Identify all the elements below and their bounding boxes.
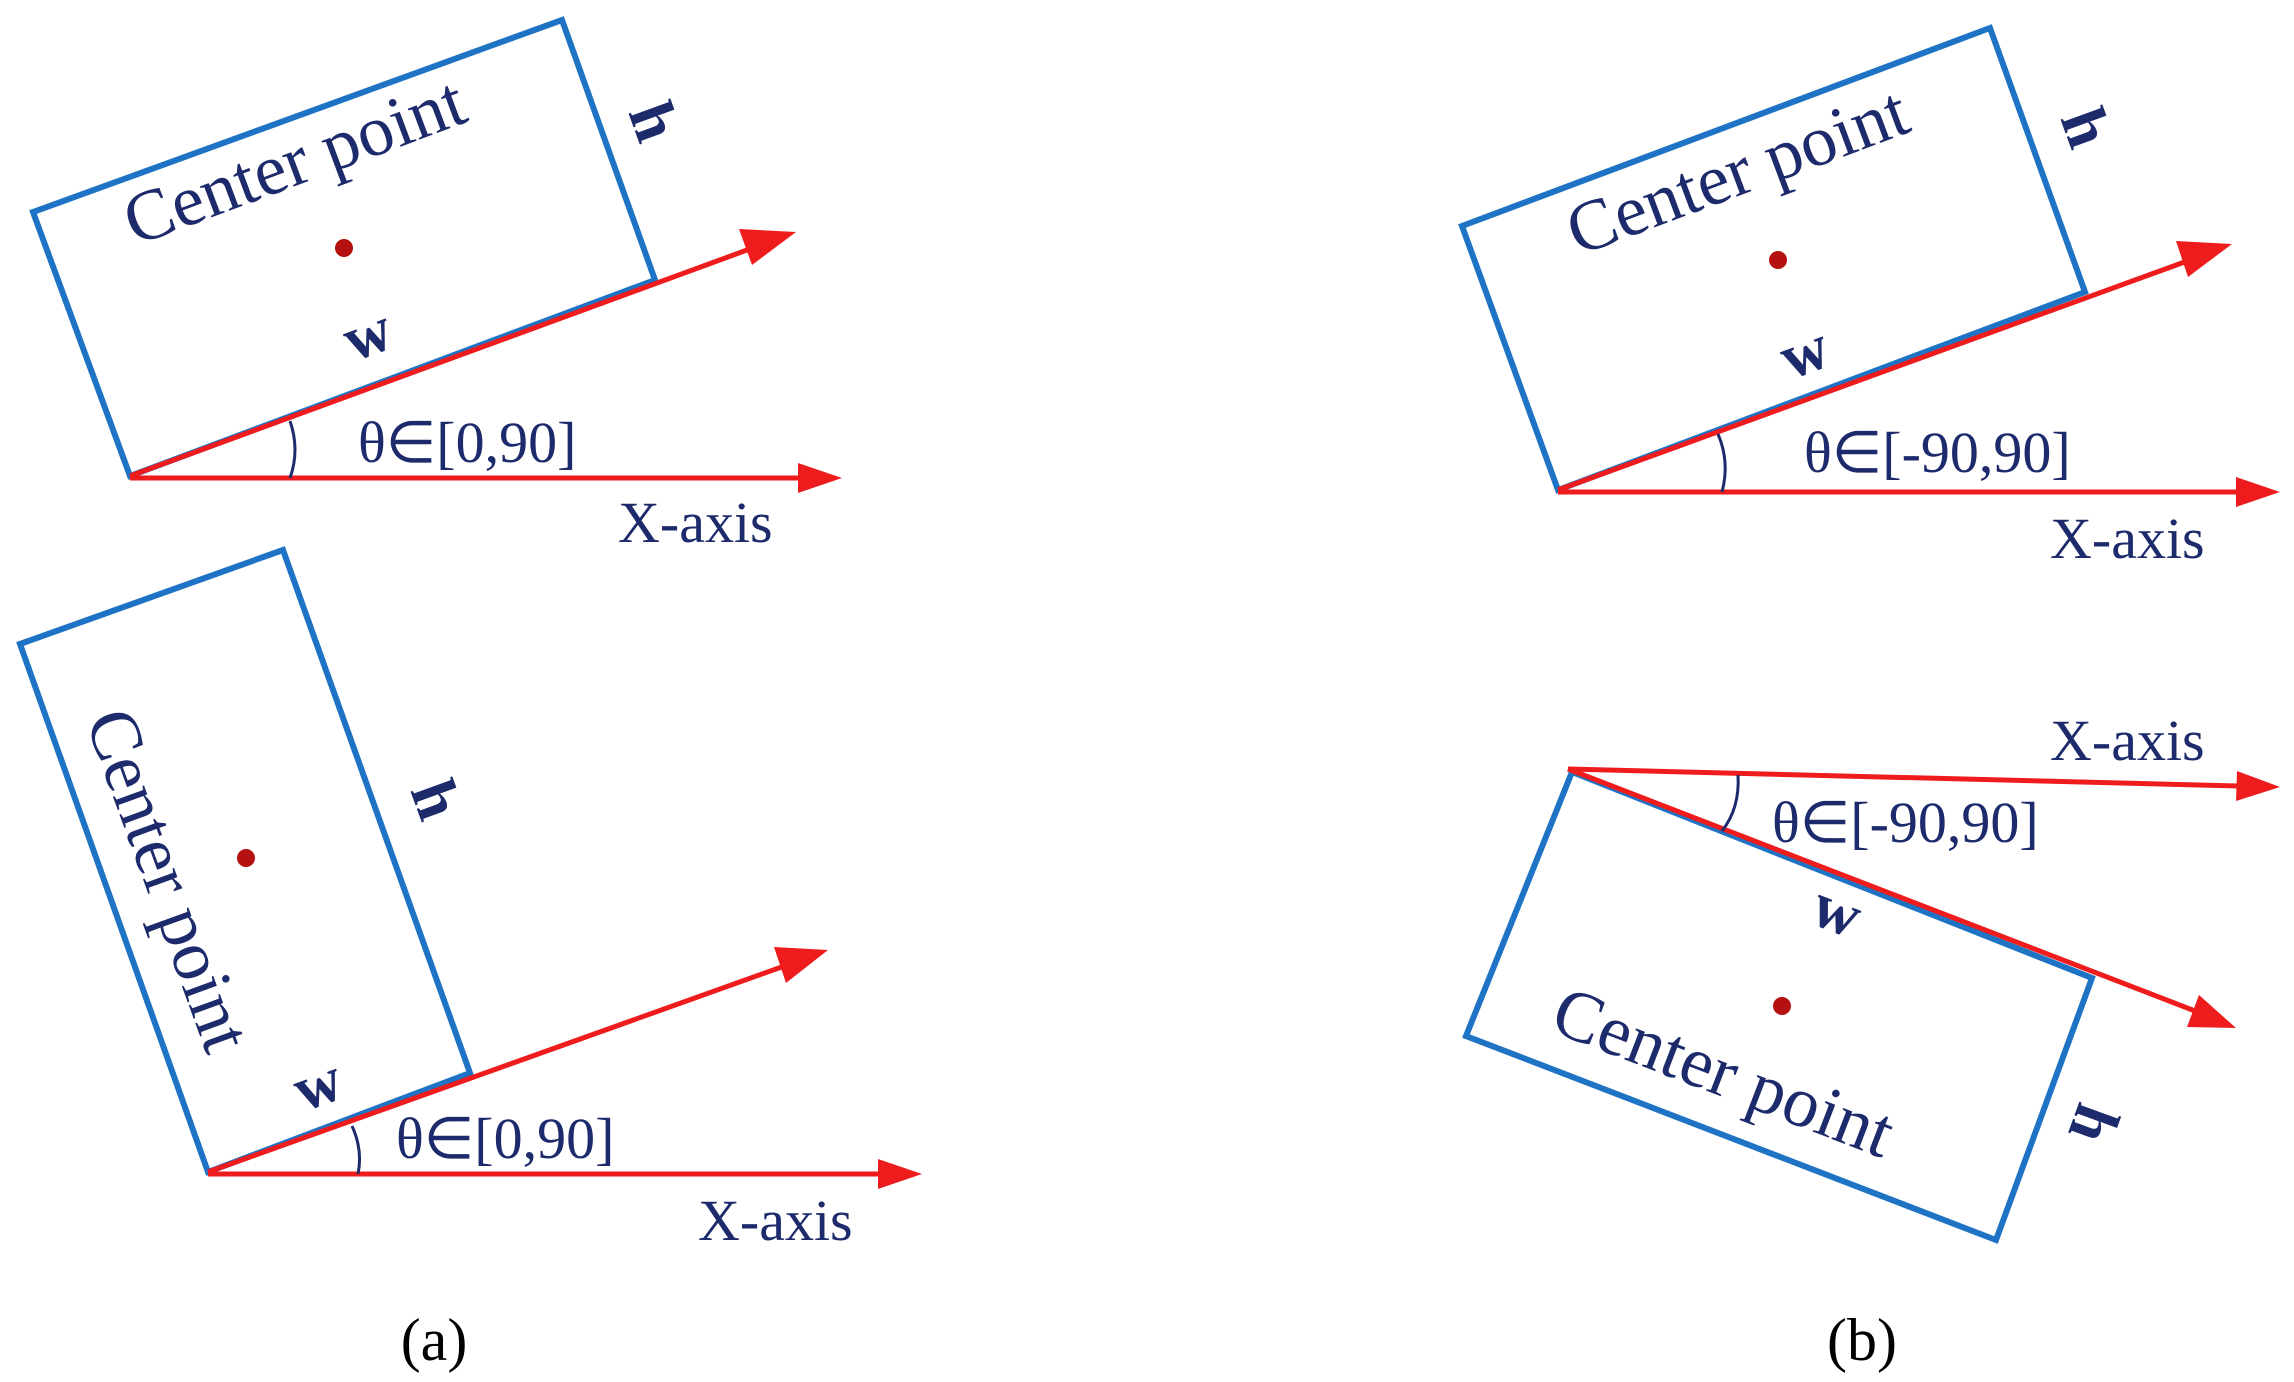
height-label: h: [397, 771, 476, 829]
x-axis-line: [1567, 766, 2239, 789]
width-arrow-head: [739, 229, 796, 265]
width-direction-vector: [129, 243, 759, 479]
panel-a-bottom-diagram: Center point w h θ∈[0,90] X-axis: [16, 546, 922, 1253]
panel-b-caption: (b): [1827, 1307, 1897, 1373]
angle-arc: [350, 1125, 361, 1175]
x-axis-label: X-axis: [2050, 506, 2205, 571]
panel-b-top-diagram: Center point w h θ∈[-90,90] X-axis: [1458, 24, 2280, 571]
rotated-box: [1462, 768, 2096, 1244]
theta-range-label: θ∈[0,90]: [358, 410, 576, 475]
x-axis-label: X-axis: [2050, 708, 2205, 773]
center-point-label: Center point: [70, 698, 268, 1062]
width-arrow-head: [774, 947, 828, 983]
height-label: h: [2047, 99, 2126, 157]
x-axis-label: X-axis: [618, 490, 773, 555]
rotated-box: [1458, 24, 2089, 494]
height-label: h: [615, 93, 694, 151]
panel-a-caption: (a): [401, 1307, 468, 1373]
width-direction-vector: [207, 961, 791, 1175]
center-point-marker: [237, 849, 255, 867]
center-point-marker: [1773, 997, 1791, 1015]
height-label: h: [2055, 1095, 2134, 1153]
theta-range-label: θ∈[-90,90]: [1772, 790, 2039, 855]
center-point-marker: [1769, 251, 1787, 269]
width-direction-vector: [1567, 766, 2196, 1014]
angle-arc: [1720, 774, 1740, 832]
x-axis-label: X-axis: [698, 1188, 853, 1253]
width-label: w: [1770, 310, 1838, 393]
x-axis-arrow-head: [2236, 771, 2280, 801]
width-arrow-head: [2187, 995, 2236, 1028]
width-label: w: [333, 292, 401, 375]
center-point-label: Center point: [1542, 970, 1905, 1173]
width-arrow-head: [2176, 241, 2232, 277]
panel-b-bottom-diagram: Center point w h θ∈[-90,90] X-axis: [1462, 708, 2280, 1244]
rotated-box: [16, 546, 474, 1176]
width-label: w: [284, 1043, 352, 1126]
panel-a-top-diagram: Center point w h θ∈[0,90] X-axis: [29, 16, 842, 555]
width-direction-vector: [1557, 257, 2191, 493]
theta-range-label: θ∈[0,90]: [396, 1106, 614, 1171]
angle-arc: [288, 420, 297, 479]
angle-arc: [1716, 433, 1727, 493]
theta-range-label: θ∈[-90,90]: [1804, 420, 2071, 485]
center-point-marker: [335, 239, 353, 257]
width-label: w: [1803, 869, 1872, 952]
x-axis-arrow-head: [878, 1159, 922, 1189]
x-axis-arrow-head: [798, 463, 842, 493]
x-axis-arrow-head: [2236, 477, 2280, 507]
